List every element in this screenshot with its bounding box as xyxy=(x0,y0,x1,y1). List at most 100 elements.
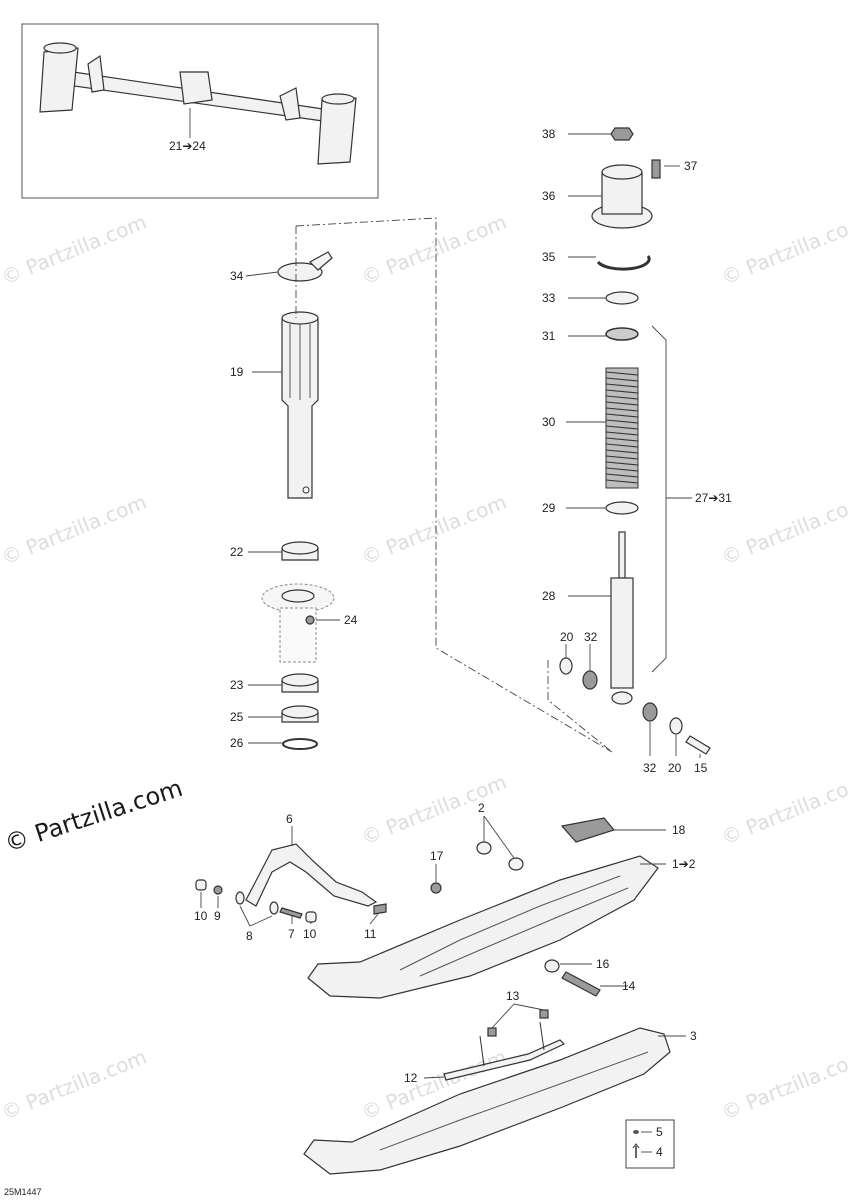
part-13-nut xyxy=(487,1027,497,1037)
callout-5: 5 xyxy=(656,1125,663,1139)
part-10-cap xyxy=(305,911,317,923)
part-26-circlip xyxy=(282,738,318,750)
callout-12: 12 xyxy=(404,1071,418,1085)
right-spindle-housing xyxy=(317,97,357,165)
diagram-code: 25M1447 xyxy=(4,1187,42,1197)
part-29-spring-seat xyxy=(605,501,639,515)
callout-6: 6 xyxy=(286,812,293,826)
callout-11: 11 xyxy=(364,927,377,941)
leader-line xyxy=(491,1003,515,1029)
shock-assembly: 38 37 36 35 33 31 30 29 xyxy=(542,127,732,775)
watermark: © Partzilla.com xyxy=(0,1045,150,1125)
callout-36: 36 xyxy=(542,189,556,203)
callout-10: 10 xyxy=(303,927,317,941)
callout-38: 38 xyxy=(542,127,556,141)
callout-27-31: 27➔31 xyxy=(695,491,732,505)
ski-rib xyxy=(419,887,629,977)
part-14-bolt xyxy=(561,971,601,997)
part-33-washer xyxy=(605,291,639,305)
part-18-pad xyxy=(560,817,616,843)
inset-frame xyxy=(21,23,379,199)
part-13-nut xyxy=(539,1009,549,1019)
center-bracket xyxy=(179,71,213,105)
left-housing-top xyxy=(43,42,77,54)
ski-rib xyxy=(399,875,621,971)
callout-32: 32 xyxy=(643,761,657,775)
callout-13: 13 xyxy=(506,989,520,1003)
hardware-legend-box xyxy=(625,1119,675,1169)
leader-line xyxy=(423,1076,445,1079)
callout-29: 29 xyxy=(542,501,556,515)
ski-leg-assembly: 34 19 22 24 23 25 2 xyxy=(230,217,613,753)
shock-eye xyxy=(611,691,633,705)
right-bracket xyxy=(279,87,301,121)
callout-23: 23 xyxy=(230,678,244,692)
leader-line xyxy=(239,905,251,927)
callout-31: 31 xyxy=(542,329,556,343)
part-24-grease-fitting xyxy=(305,615,315,625)
part-9-nut xyxy=(213,885,223,895)
callout-33: 33 xyxy=(542,291,556,305)
spring-coils xyxy=(605,371,639,484)
part-8-washer xyxy=(235,891,245,905)
ski-leg-hole xyxy=(302,486,310,494)
callout-7: 7 xyxy=(288,927,295,941)
part-4-icon-head xyxy=(632,1143,640,1149)
part-12-runner xyxy=(443,1039,566,1081)
housing-bore xyxy=(281,589,315,603)
part-7-bolt xyxy=(279,907,303,919)
part-2-nut xyxy=(476,841,492,855)
bushing-top xyxy=(281,541,319,555)
runner-stud xyxy=(479,1035,485,1067)
ski-assembly: 6 10 9 8 7 10 11 2 17 18 xyxy=(194,801,697,1175)
callout-28: 28 xyxy=(542,589,556,603)
shock-rod xyxy=(618,531,626,579)
watermark-prominent: © Partzilla.com xyxy=(1,774,186,858)
callout-20: 20 xyxy=(668,761,682,775)
watermark: © Partzilla.com xyxy=(358,490,510,570)
part-2-nut xyxy=(508,857,524,871)
callout-17: 17 xyxy=(430,849,444,863)
callout-35: 35 xyxy=(542,250,556,264)
part-8-washer xyxy=(269,901,279,915)
watermark: © Partzilla.com xyxy=(0,210,150,290)
inset-crossmember: 21➔24 xyxy=(21,23,379,199)
callout-3: 3 xyxy=(690,1029,697,1043)
watermark: © Partzilla.com xyxy=(0,490,150,570)
callout-15: 15 xyxy=(694,761,708,775)
callout-8: 8 xyxy=(246,929,253,943)
callout-18: 18 xyxy=(672,823,686,837)
part-34-tab xyxy=(309,251,333,271)
callout-20: 20 xyxy=(560,630,574,644)
washer-top xyxy=(281,705,319,719)
part-38-nut xyxy=(610,127,634,141)
part-19-ski-leg xyxy=(281,317,319,499)
bushing-top xyxy=(281,673,319,687)
leader-line xyxy=(513,1003,545,1011)
callout-22: 22 xyxy=(230,545,244,559)
leader-line xyxy=(249,915,273,927)
callout-19: 19 xyxy=(230,365,244,379)
part-17-nut xyxy=(430,882,442,894)
ski-rib xyxy=(379,1051,649,1151)
assembly-route-line xyxy=(547,660,613,753)
part-37-bolt xyxy=(651,159,661,179)
watermark: © Partzilla.com xyxy=(358,770,510,850)
left-bracket xyxy=(87,54,105,93)
part-30-spring xyxy=(605,367,639,489)
part-3-ski xyxy=(303,1027,671,1175)
runner-stud xyxy=(539,1021,545,1051)
part-1-ski xyxy=(307,855,659,999)
callout-9: 9 xyxy=(214,909,221,923)
part-20-washer xyxy=(559,657,573,675)
callout-32: 32 xyxy=(584,630,598,644)
callout-26: 26 xyxy=(230,736,244,750)
callout-1-2: 1➔2 xyxy=(672,857,696,871)
assembly-route-line xyxy=(295,217,613,753)
part-31-retainer xyxy=(605,327,639,341)
callout-16: 16 xyxy=(596,957,610,971)
part-32-bushing xyxy=(582,670,598,690)
callout-14: 14 xyxy=(622,979,636,993)
part-16-washer xyxy=(544,959,560,973)
